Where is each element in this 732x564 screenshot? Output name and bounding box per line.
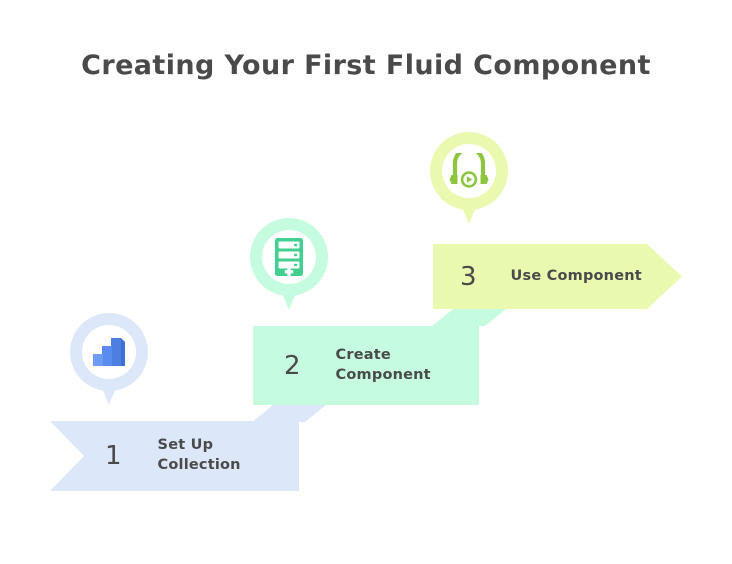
step-2-number: 2: [284, 350, 301, 381]
page-title: Creating Your First Fluid Component: [81, 50, 651, 81]
step-3-pin-marker: [430, 132, 508, 224]
step-1-label: Set Up Collection: [157, 437, 241, 473]
step-3-number: 3: [460, 261, 477, 292]
server-add-icon: [250, 218, 328, 296]
headphones-play-icon: [430, 132, 508, 210]
step-3-banner[interactable]: 3 Use Component: [433, 244, 682, 309]
connector-fold-step2-step3: [432, 309, 506, 326]
bar-chart-icon: [70, 313, 148, 391]
step-3-label: Use Component: [510, 267, 642, 284]
connector-fold-step1-step2: [252, 405, 326, 422]
step-1-pin-marker: [70, 313, 148, 405]
step-1-banner[interactable]: 1 Set Up Collection: [50, 421, 299, 491]
step-1-number: 1: [105, 441, 122, 471]
step-2-pin-marker: [250, 218, 328, 310]
